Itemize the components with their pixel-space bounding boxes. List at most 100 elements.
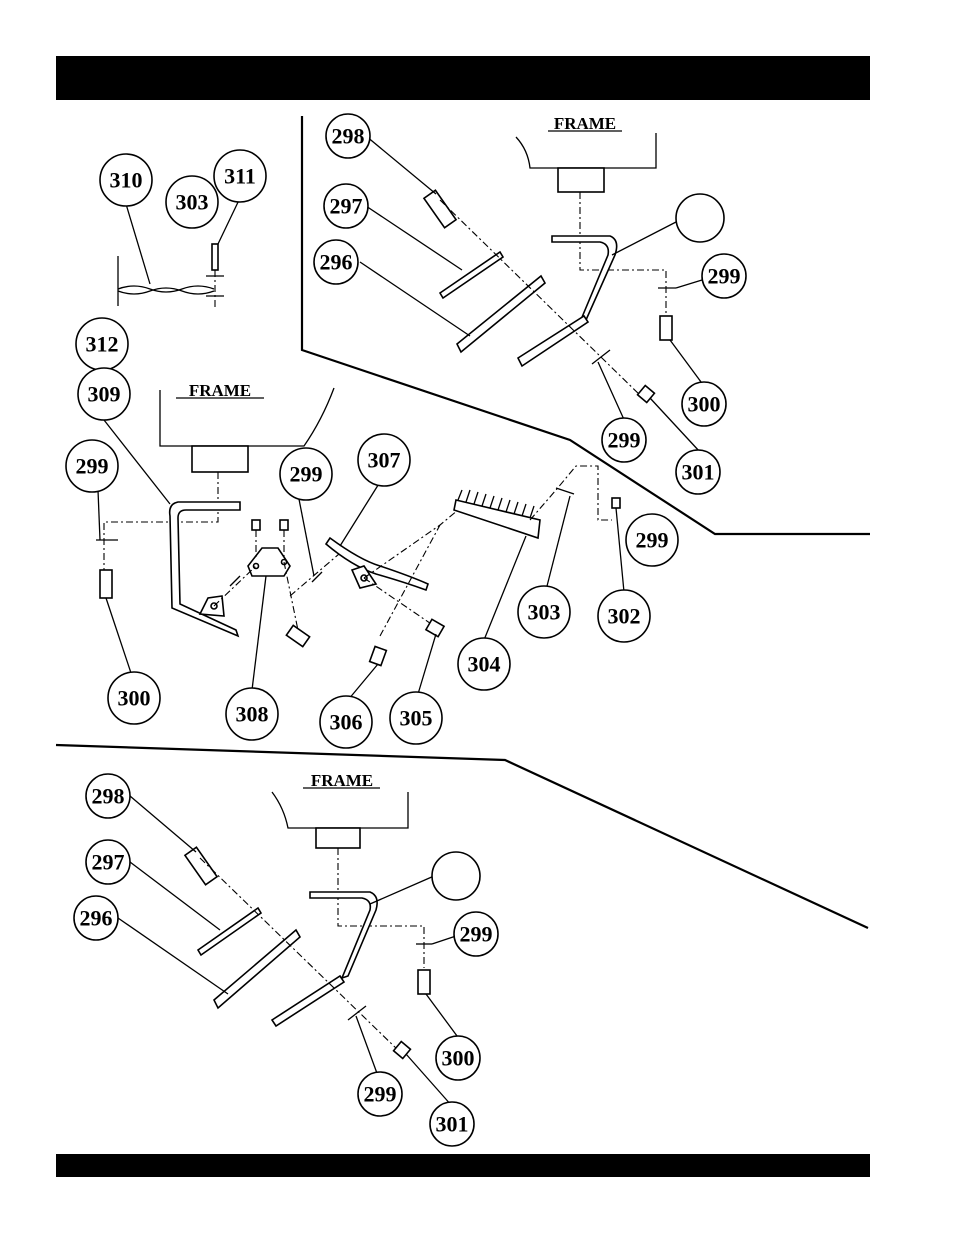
svg-text:310: 310 xyxy=(110,168,143,193)
frame-outline xyxy=(272,792,408,828)
svg-text:303: 303 xyxy=(176,190,209,215)
svg-text:297: 297 xyxy=(330,194,363,219)
callout-299: 299 xyxy=(358,1072,402,1116)
callout-299: 299 xyxy=(66,440,118,492)
svg-text:298: 298 xyxy=(92,784,125,809)
callout-296: 296 xyxy=(314,240,358,284)
frame-label: FRAME xyxy=(189,381,251,400)
callout-300: 300 xyxy=(108,672,160,724)
bracket-arm xyxy=(552,236,617,322)
callout-297: 297 xyxy=(324,184,368,228)
callout-310: 310 xyxy=(100,154,152,206)
callout-303: 303 xyxy=(166,176,218,228)
callout-302: 302 xyxy=(598,590,650,642)
frame-label: FRAME xyxy=(311,771,373,790)
svg-text:300: 300 xyxy=(442,1046,475,1071)
brush-304 xyxy=(454,500,540,538)
part-296 xyxy=(214,930,300,1008)
callout-298: 298 xyxy=(326,114,370,158)
angle-plate xyxy=(518,316,588,366)
callout-303: 303 xyxy=(518,586,570,638)
callout-297: 297 xyxy=(86,840,130,884)
svg-text:297: 297 xyxy=(92,850,125,875)
svg-text:311: 311 xyxy=(224,164,256,189)
callout-298: 298 xyxy=(86,774,130,818)
callout-312: 312 xyxy=(76,318,128,370)
bolt-311 xyxy=(212,244,218,270)
svg-text:299: 299 xyxy=(708,264,741,289)
bolt xyxy=(286,625,309,646)
part-297 xyxy=(440,252,503,298)
svg-text:300: 300 xyxy=(118,686,151,711)
frame-mount-block xyxy=(192,446,248,472)
svg-text:296: 296 xyxy=(80,906,113,931)
callout-311: 311 xyxy=(214,150,266,202)
centerline xyxy=(440,200,645,400)
svg-text:299: 299 xyxy=(364,1082,397,1107)
callout-299: 299 xyxy=(454,912,498,956)
callout-300: 300 xyxy=(682,382,726,426)
bracket-arm xyxy=(310,892,377,978)
frame-mount-block xyxy=(316,828,360,848)
part-307 xyxy=(326,538,428,590)
callout-304: 304 xyxy=(458,638,510,690)
centerline xyxy=(104,472,218,570)
callout-309: 309 xyxy=(78,368,130,420)
callout-299: 299 xyxy=(702,254,746,298)
assembly-bottom: FRAME xyxy=(118,771,460,1106)
frame-mount-block xyxy=(558,168,604,192)
svg-text:301: 301 xyxy=(682,460,715,485)
callout-305: 305 xyxy=(390,692,442,744)
callout-301: 301 xyxy=(430,1102,474,1146)
part-297 xyxy=(198,908,261,955)
callout-301: 301 xyxy=(676,450,720,494)
svg-text:308: 308 xyxy=(236,702,269,727)
svg-text:303: 303 xyxy=(528,600,561,625)
svg-text:299: 299 xyxy=(290,462,323,487)
svg-text:299: 299 xyxy=(460,922,493,947)
callouts: 298 297 296 299 300 299 301 310 303 311 … xyxy=(66,114,746,1146)
callout-299: 299 xyxy=(626,514,678,566)
svg-text:296: 296 xyxy=(320,250,353,275)
svg-text:300: 300 xyxy=(688,392,721,417)
bolt-300 xyxy=(418,970,430,994)
callout-blank xyxy=(432,852,480,900)
svg-text:299: 299 xyxy=(636,528,669,553)
svg-text:299: 299 xyxy=(76,454,109,479)
part-306 xyxy=(370,646,387,665)
callout-306: 306 xyxy=(320,696,372,748)
assembly-middle: FRAME xyxy=(96,381,624,700)
frame-outline xyxy=(516,133,656,168)
svg-text:307: 307 xyxy=(368,448,401,473)
part-298 xyxy=(424,190,456,228)
callout-299: 299 xyxy=(280,448,332,500)
assembly-top-right: FRAME xyxy=(360,114,704,452)
washer-299b xyxy=(592,350,610,364)
bolt-300 xyxy=(100,570,112,598)
svg-text:299: 299 xyxy=(608,428,641,453)
frame-label: FRAME xyxy=(554,114,616,133)
callout-307: 307 xyxy=(358,434,410,486)
part-302 xyxy=(612,498,620,508)
svg-text:309: 309 xyxy=(88,382,121,407)
svg-text:304: 304 xyxy=(468,652,501,677)
svg-text:298: 298 xyxy=(332,124,365,149)
part-296 xyxy=(457,276,545,352)
part-303 xyxy=(556,488,574,494)
bolt-300 xyxy=(660,316,672,340)
callout-blank xyxy=(676,194,724,242)
part-298 xyxy=(185,847,217,885)
centerline xyxy=(338,848,424,968)
svg-text:302: 302 xyxy=(608,604,641,629)
angle-plate xyxy=(272,976,344,1026)
callout-296: 296 xyxy=(74,896,118,940)
callout-308: 308 xyxy=(226,688,278,740)
svg-text:306: 306 xyxy=(330,710,363,735)
svg-text:305: 305 xyxy=(400,706,433,731)
spring-310 xyxy=(118,286,214,292)
svg-text:312: 312 xyxy=(86,332,119,357)
callout-299: 299 xyxy=(602,418,646,462)
centerline xyxy=(200,858,400,1052)
callout-300: 300 xyxy=(436,1036,480,1080)
